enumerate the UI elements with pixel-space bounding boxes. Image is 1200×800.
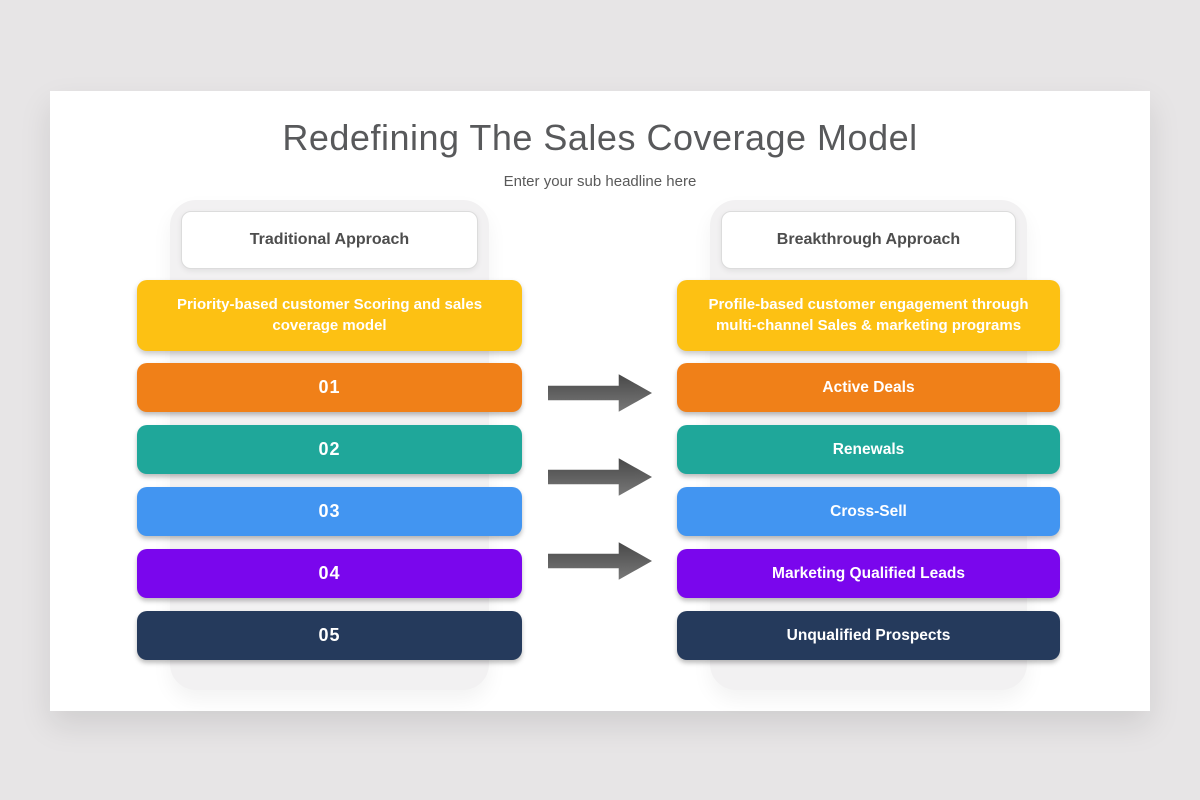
column-header-traditional: Traditional Approach — [181, 211, 478, 269]
row-bar: 03 — [137, 487, 522, 536]
slide: Redefining The Sales Coverage Model Ente… — [50, 91, 1150, 711]
row-bar-label: Marketing Qualified Leads — [772, 564, 965, 582]
row-bar: 01 — [137, 363, 522, 412]
row-bar-label: 05 — [318, 625, 341, 645]
slide-title: Redefining The Sales Coverage Model — [282, 117, 918, 158]
row-bar: 05 — [137, 611, 522, 660]
row-bar-label: 02 — [318, 439, 341, 459]
row-bar-label: Cross-Sell — [830, 502, 907, 520]
summary-label: Priority-based customer Scoring and sale… — [176, 296, 483, 334]
arrow-right-icon — [548, 374, 652, 412]
row-bar-label: Unqualified Prospects — [786, 626, 951, 644]
row-bar: Renewals — [677, 425, 1060, 474]
row-bar-label: 04 — [318, 563, 341, 583]
row-bar: 04 — [137, 549, 522, 598]
row-bar-label: 01 — [318, 377, 341, 397]
row-bar: 02 — [137, 425, 522, 474]
row-bar: Unqualified Prospects — [677, 611, 1060, 660]
row-bar: Active Deals — [677, 363, 1060, 412]
summary-bar-traditional: Priority-based customer Scoring and sale… — [137, 280, 522, 351]
row-bar: Cross-Sell — [677, 487, 1060, 536]
column-traditional: Traditional Approach Priority-based cust… — [137, 200, 522, 760]
arrow-right-icon — [548, 458, 652, 496]
column-header-label: Traditional Approach — [249, 231, 410, 248]
summary-label: Profile-based customer engagement throug… — [708, 296, 1029, 334]
row-bar: Marketing Qualified Leads — [677, 549, 1060, 598]
slide-subtitle: Enter your sub headline here — [503, 173, 697, 190]
row-bar-label: Renewals — [832, 440, 905, 458]
row-bar-label: Active Deals — [822, 378, 915, 396]
row-bar-label: 03 — [318, 501, 341, 521]
column-header-label: Breakthrough Approach — [776, 231, 961, 248]
arrow-right-icon — [548, 542, 652, 580]
rows-list-traditional: 01 02 03 04 05 — [137, 363, 522, 673]
column-breakthrough: Breakthrough Approach Profile-based cust… — [677, 200, 1060, 760]
column-header-breakthrough: Breakthrough Approach — [721, 211, 1016, 269]
summary-bar-breakthrough: Profile-based customer engagement throug… — [677, 280, 1060, 351]
